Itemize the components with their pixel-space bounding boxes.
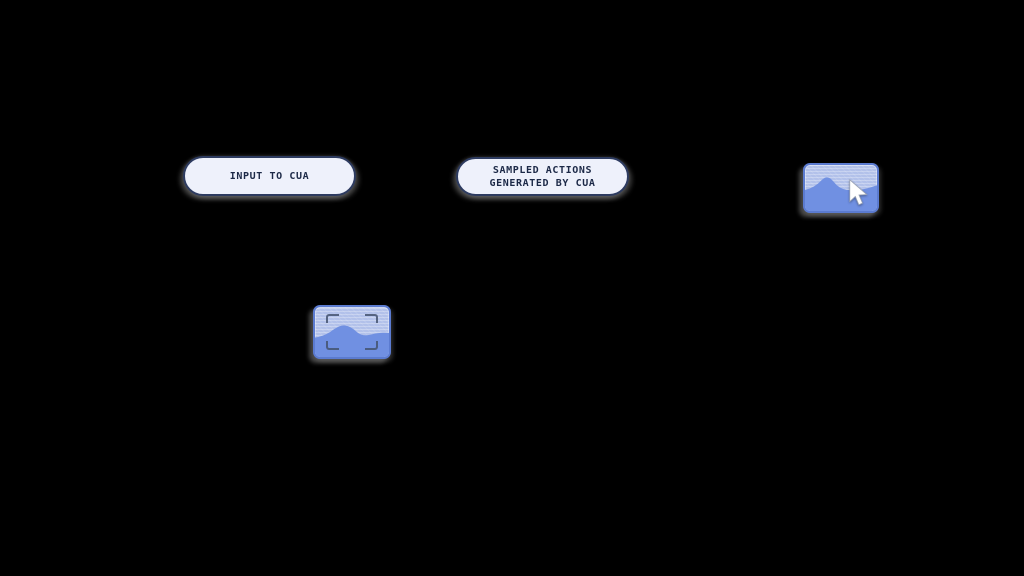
sampled-actions-label-line1: SAMPLED ACTIONS — [492, 164, 593, 176]
sampled-actions-label-line2: GENERATED BY CUA — [489, 177, 596, 189]
input-to-cua-label: INPUT TO CUA — [229, 170, 310, 182]
viewfinder-bracket-bottom-left-icon — [326, 341, 339, 350]
input-to-cua-pill[interactable]: INPUT TO CUA — [183, 156, 356, 196]
viewfinder-bracket-top-right-icon — [365, 314, 378, 323]
screenshot-thumbnail[interactable] — [313, 305, 391, 359]
viewfinder-bracket-bottom-right-icon — [365, 341, 378, 350]
action-thumbnail[interactable] — [803, 163, 879, 213]
mouse-cursor-icon — [849, 179, 868, 206]
sampled-actions-pill[interactable]: SAMPLED ACTIONS GENERATED BY CUA — [456, 157, 629, 196]
viewfinder-bracket-top-left-icon — [326, 314, 339, 323]
